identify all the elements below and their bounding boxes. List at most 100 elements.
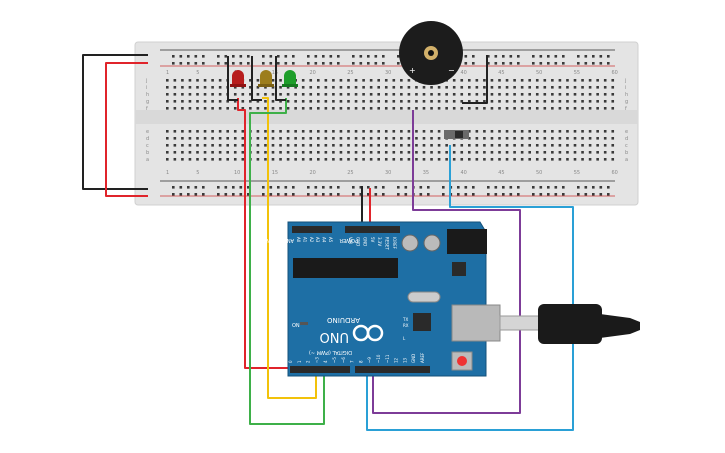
terminal-hole (256, 100, 260, 103)
pin-label: 13 (402, 357, 407, 363)
piezo-buzzer[interactable]: + − (399, 21, 463, 85)
rail-hole (307, 62, 310, 65)
terminal-hole (181, 100, 184, 103)
terminal-hole (196, 130, 199, 133)
terminal-hole (317, 130, 320, 133)
rail-hole (217, 55, 220, 58)
terminal-hole (309, 137, 313, 140)
terminal-hole (490, 107, 494, 110)
red-led-wire[interactable] (237, 98, 300, 369)
terminal-hole (226, 151, 229, 154)
red-led[interactable] (230, 70, 246, 87)
rail-hole (539, 55, 543, 58)
rail-hole (554, 193, 558, 196)
rail-hole (217, 62, 220, 65)
terminal-hole (498, 151, 501, 154)
terminal-hole (173, 79, 177, 82)
rail-hole (359, 193, 363, 196)
terminal-hole (430, 100, 433, 103)
black-rail-wire[interactable] (82, 54, 148, 190)
terminal-hole (452, 151, 456, 154)
terminal-hole (324, 158, 328, 161)
column-number: 20 (309, 170, 315, 176)
green-led-ground-wire[interactable] (275, 56, 286, 101)
terminal-hole (211, 79, 214, 82)
column-number: 30 (385, 170, 391, 176)
yellow-led-ground-wire[interactable] (251, 56, 262, 101)
terminal-hole (415, 100, 418, 103)
terminal-hole (483, 79, 486, 82)
rail-hole (464, 193, 468, 196)
terminal-hole (430, 130, 433, 133)
terminal-hole (513, 107, 516, 110)
rail-hole (277, 186, 280, 189)
terminal-hole (196, 144, 199, 147)
terminal-hole (384, 144, 388, 147)
green-led[interactable] (282, 70, 298, 87)
column-number: 1 (166, 70, 169, 76)
pin-label: 12 (394, 357, 399, 363)
slide-switch[interactable] (444, 130, 469, 139)
buzzer-ground-wire[interactable] (462, 55, 488, 104)
terminal-hole (543, 137, 547, 140)
terminal-hole (188, 130, 192, 133)
yellow-led-wire[interactable] (262, 97, 317, 399)
terminal-hole (384, 93, 388, 96)
terminal-hole (498, 137, 501, 140)
rail-hole (224, 193, 228, 196)
arduino-logo (352, 324, 384, 342)
rail-hole (172, 55, 175, 58)
rail-hole (367, 186, 370, 189)
terminal-hole (437, 86, 441, 89)
rail-hole (239, 62, 243, 65)
rail-hole (457, 193, 460, 196)
terminal-hole (475, 79, 479, 82)
terminal-hole (279, 137, 282, 140)
rail-hole (277, 193, 280, 196)
rail-hole (202, 193, 205, 196)
terminal-hole (475, 93, 479, 96)
terminal-hole (354, 137, 358, 140)
rail-hole (472, 193, 475, 196)
red-led-ground-wire[interactable] (227, 56, 238, 101)
terminal-hole (173, 130, 177, 133)
terminal-hole (173, 158, 177, 161)
rail-hole (359, 55, 363, 58)
pin-label: ~9 (367, 357, 372, 363)
rail-hole (314, 62, 318, 65)
pin-label: ~5 (332, 357, 337, 363)
rail-hole (239, 193, 243, 196)
terminal-hole (490, 100, 494, 103)
terminal-hole (611, 79, 615, 82)
terminal-hole (573, 86, 577, 89)
terminal-hole (233, 144, 237, 147)
terminal-hole (377, 86, 380, 89)
terminal-hole (588, 130, 592, 133)
terminal-hole (483, 86, 486, 89)
terminal-hole (581, 144, 584, 147)
rail-hole (397, 193, 400, 196)
terminal-hole (392, 79, 396, 82)
digital-header-low (290, 366, 350, 373)
terminal-hole (241, 86, 245, 89)
terminal-hole (332, 158, 335, 161)
yellow-led[interactable] (258, 70, 274, 87)
terminal-hole (347, 144, 350, 147)
red-rail-wire[interactable] (105, 62, 148, 197)
terminal-hole (286, 137, 290, 140)
reset-button[interactable] (457, 356, 467, 366)
terminal-hole (415, 137, 418, 140)
terminal-hole (505, 100, 509, 103)
terminal-hole (339, 86, 343, 89)
rail-hole (562, 186, 565, 189)
purple-buzzer-wire[interactable] (372, 110, 521, 414)
rail-hole (374, 186, 378, 189)
terminal-hole (249, 100, 252, 103)
terminal-hole (226, 130, 229, 133)
terminal-hole (475, 137, 479, 140)
green-led-wire[interactable] (249, 98, 325, 425)
terminal-hole (588, 144, 592, 147)
terminal-hole (452, 144, 456, 147)
rail-hole (382, 186, 385, 189)
